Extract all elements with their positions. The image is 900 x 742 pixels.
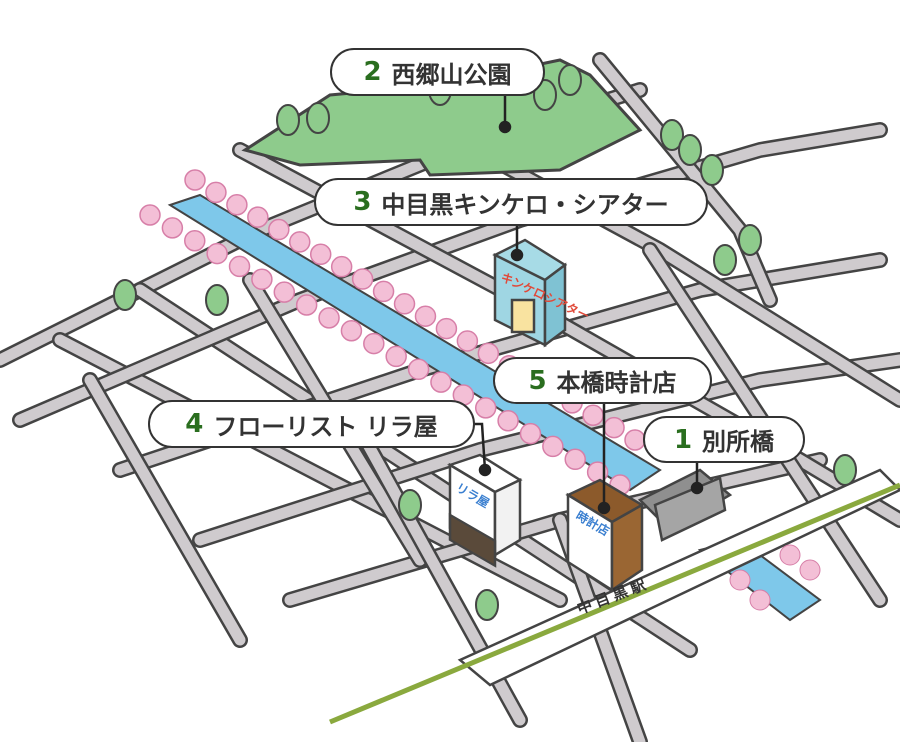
cherry-blossom-tree bbox=[542, 435, 564, 458]
cherry-blossom-tree bbox=[161, 217, 184, 239]
cherry-blossom-tree bbox=[430, 371, 452, 393]
spot-label-3[interactable]: 3 中目黒キンケロ・シアター bbox=[314, 178, 708, 226]
spot-number: 3 bbox=[353, 187, 372, 217]
cherry-blossom-tree bbox=[407, 358, 430, 381]
cherry-blossom-tree bbox=[295, 294, 318, 316]
green-tree bbox=[700, 154, 724, 186]
theater-building bbox=[492, 238, 568, 348]
cherry-blossom-tree bbox=[729, 569, 751, 591]
green-tree bbox=[738, 224, 762, 256]
green-tree bbox=[306, 102, 330, 134]
green-tree bbox=[660, 119, 684, 151]
road bbox=[194, 354, 900, 546]
cherry-blossom-tree bbox=[749, 589, 771, 611]
cherry-blossom-tree bbox=[474, 397, 497, 419]
cherry-blossom-tree bbox=[318, 307, 340, 329]
cherry-blossom-tree bbox=[477, 342, 500, 365]
green-tree bbox=[833, 454, 857, 486]
bridge bbox=[637, 468, 733, 542]
cherry-blossom-tree bbox=[251, 268, 273, 291]
cherry-blossom-tree bbox=[519, 422, 542, 445]
cherry-blossom-tree bbox=[184, 169, 206, 191]
spot-name: 別所橋 bbox=[702, 428, 775, 456]
cherry-blossom-tree bbox=[330, 255, 353, 278]
cherry-blossom-tree bbox=[363, 332, 385, 355]
pins bbox=[474, 95, 704, 515]
cherry-blossom-tree bbox=[351, 268, 374, 290]
spot-name: 西郷山公園 bbox=[391, 60, 512, 89]
spot-label-1[interactable]: 1 別所橋 bbox=[643, 416, 805, 463]
cherry-blossom-tree bbox=[435, 317, 458, 340]
cherry-blossom-tree bbox=[289, 231, 311, 253]
cherry-blossom-tree bbox=[247, 206, 269, 228]
spot-label-2[interactable]: 2 西郷山公園 bbox=[330, 48, 545, 96]
spot-number: 5 bbox=[528, 365, 547, 396]
green-tree bbox=[678, 134, 702, 166]
cherry-blossom-tree bbox=[564, 448, 586, 471]
cherry-blossom-tree bbox=[456, 330, 479, 352]
rail-line bbox=[329, 482, 900, 725]
river-upper bbox=[167, 193, 662, 492]
green-tree bbox=[113, 279, 137, 311]
spot-number: 1 bbox=[673, 424, 693, 455]
spot-label-4[interactable]: 4 フローリスト リラ屋 bbox=[148, 400, 475, 448]
cherry-blossom-tree bbox=[268, 218, 290, 241]
florist-building bbox=[447, 453, 523, 568]
cherry-blossom-tree bbox=[779, 544, 801, 566]
spot-number: 4 bbox=[185, 409, 204, 439]
green-tree bbox=[558, 64, 582, 96]
cherry-blossom-tree bbox=[799, 559, 821, 581]
cherry-blossom-tree bbox=[309, 243, 332, 266]
cherry-blossom-tree bbox=[340, 319, 363, 342]
cherry-blossom-tree bbox=[139, 204, 161, 226]
green-tree bbox=[205, 284, 229, 316]
spot-name: フローリスト リラ屋 bbox=[213, 412, 438, 441]
cherry-blossom-tree bbox=[372, 280, 395, 303]
spot-name: 中目黒キンケロ・シアター bbox=[381, 190, 669, 219]
cherry-blossom-tree bbox=[414, 305, 437, 327]
cherry-blossom-tree bbox=[228, 255, 251, 278]
green-tree bbox=[398, 489, 422, 521]
cherry-blossom-tree bbox=[393, 293, 416, 315]
green-tree bbox=[533, 79, 557, 111]
cherry-blossom-tree bbox=[582, 404, 604, 426]
road bbox=[84, 374, 246, 646]
roads bbox=[0, 52, 900, 742]
cherry-blossom-tree bbox=[385, 345, 407, 368]
cherry-blossom-tree bbox=[226, 194, 248, 216]
road bbox=[594, 54, 776, 306]
spot-name: 本橋時計店 bbox=[556, 369, 677, 397]
cherry-blossom-tree bbox=[184, 229, 206, 252]
cherry-blossom-tree bbox=[603, 416, 625, 439]
green-tree bbox=[713, 244, 737, 276]
green-tree bbox=[276, 104, 300, 136]
cherry-blossom-tree bbox=[624, 429, 646, 451]
green-tree bbox=[475, 589, 499, 621]
spot-label-5[interactable]: 5 本橋時計店 bbox=[493, 357, 712, 404]
cherry-blossom-tree bbox=[206, 242, 228, 265]
road bbox=[54, 334, 566, 606]
cherry-blossom-tree bbox=[205, 181, 227, 204]
spot-number: 2 bbox=[363, 57, 382, 87]
cherry-blossom-tree bbox=[273, 281, 296, 303]
cherry-blossom-tree bbox=[497, 409, 519, 432]
